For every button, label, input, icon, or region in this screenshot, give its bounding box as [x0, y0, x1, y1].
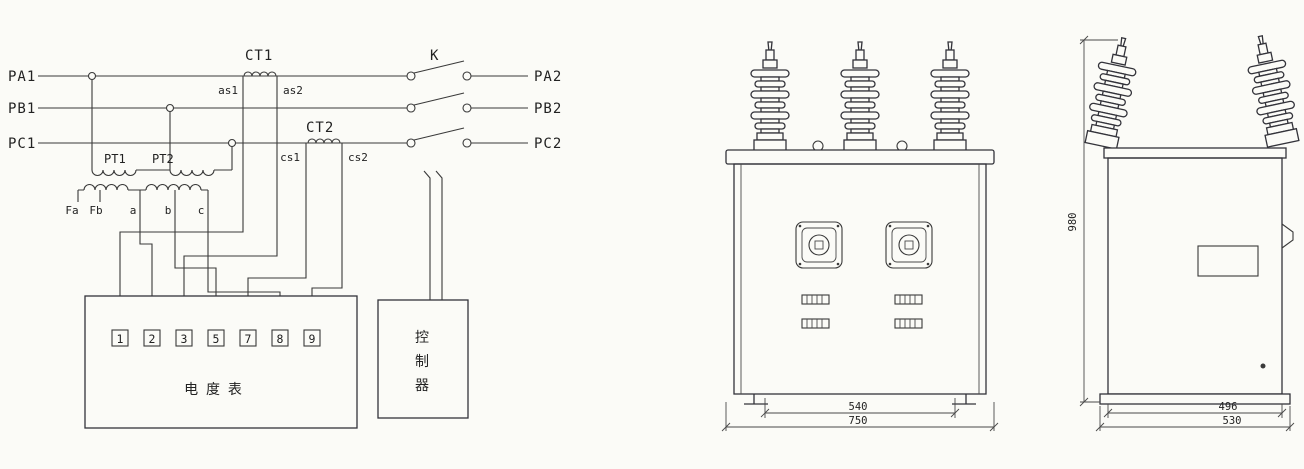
meter-terminal-number: 9	[309, 332, 316, 346]
meter-terminal-number: 7	[245, 332, 252, 346]
ct2-terminal-cs1-label: cs1	[280, 151, 300, 164]
pt-terminal-c-label: c	[198, 204, 205, 217]
dimension-496-value: 496	[1219, 401, 1238, 413]
insulator-bushing	[1081, 33, 1143, 151]
meter-terminal	[303, 329, 321, 347]
tank-body	[733, 163, 987, 395]
insulator-bushing	[840, 41, 880, 153]
tank-lid	[725, 149, 995, 165]
pt-terminal-b-label: b	[165, 204, 172, 217]
tap-junction	[87, 71, 97, 81]
pt-primary-winding	[91, 169, 232, 176]
phase-label-pb2: PB2	[534, 101, 562, 117]
switch-k-label: K	[430, 48, 439, 64]
switch-contact	[406, 138, 416, 148]
dimension-750-value: 750	[849, 415, 868, 427]
ct1-terminal-as2-label: as2	[283, 84, 303, 97]
side-view-drawing: 980 496 530	[1067, 31, 1303, 432]
dimension-540-value: 540	[849, 401, 868, 413]
base-channel	[1099, 393, 1291, 405]
meter-label: 电 度 表	[184, 381, 244, 397]
ct1-label: CT1	[245, 48, 273, 64]
tap-junction	[227, 138, 237, 148]
switch-blade-a	[413, 60, 465, 74]
phase-label-pa2: PA2	[534, 69, 562, 85]
switch-contact	[406, 71, 416, 81]
pt-terminal-fb-label: Fb	[89, 204, 102, 217]
controller-lead-1	[423, 170, 431, 300]
mounting-foot	[952, 394, 976, 405]
switch-contact	[462, 138, 472, 148]
meter-terminal-number: 5	[213, 332, 220, 346]
ct1-terminal-as1-label: as1	[218, 84, 238, 97]
ct2-coil	[307, 138, 341, 144]
meter-terminal	[143, 329, 161, 347]
dimension-980: 980	[1067, 35, 1118, 407]
phase-label-pa1: PA1	[8, 69, 36, 85]
wire-as1-to-terminal1	[119, 76, 244, 330]
hinge-bracket	[1281, 223, 1294, 249]
pt1-label: PT1	[104, 152, 126, 166]
meter-terminal	[111, 329, 129, 347]
meter-terminal-number: 2	[149, 332, 156, 346]
meter-terminal-number: 3	[181, 332, 188, 346]
insulator-bushing	[930, 41, 970, 153]
wire-a-to-terminal2	[139, 202, 153, 330]
switch-contact	[462, 71, 472, 81]
tap-junction	[165, 103, 175, 113]
dimension-980-value: 980	[1067, 213, 1079, 232]
terminal-strip	[801, 294, 923, 329]
pt-terminal-fa-label: Fa	[65, 204, 78, 217]
inspection-window	[885, 221, 933, 269]
meter-terminal	[175, 329, 193, 347]
meter-terminal-number: 8	[277, 332, 284, 346]
phase-label-pb1: PB1	[8, 101, 36, 117]
controller-box	[377, 299, 469, 419]
meter-terminal	[271, 329, 289, 347]
controller-char: 控	[415, 329, 431, 345]
inspection-window	[795, 221, 843, 269]
pt-terminal-a-label: a	[130, 204, 137, 217]
dimension-530: 530	[1095, 406, 1295, 432]
switch-blade-b	[413, 92, 465, 106]
phase-label-pc1: PC1	[8, 136, 36, 152]
tank-seams	[740, 164, 980, 394]
front-view-drawing: 540 750	[721, 41, 999, 432]
controller-lead-2	[435, 170, 443, 300]
ct2-label: CT2	[306, 120, 334, 136]
meter-terminal	[239, 329, 257, 347]
insulator-bushing	[1241, 31, 1303, 149]
drain-knob	[1260, 363, 1266, 369]
switch-blade-c	[413, 127, 465, 141]
mounting-foot	[744, 394, 768, 405]
pt2-label: PT2	[152, 152, 174, 166]
pt-secondary-stubs	[77, 190, 209, 202]
dimension-496: 496	[1103, 401, 1287, 418]
dimension-540: 540	[760, 398, 960, 418]
nameplate-window	[1197, 245, 1259, 277]
dimension-530-value: 530	[1223, 415, 1242, 427]
insulator-bushing	[750, 41, 790, 153]
meter-terminal-strip: 1 2 3 5 7 8 9	[111, 329, 321, 347]
wire-as2-to-terminal3	[183, 76, 278, 330]
switch-contact	[462, 103, 472, 113]
meter-terminal-number: 1	[117, 332, 124, 346]
ct2-terminal-cs2-label: cs2	[348, 151, 368, 164]
controller-char: 制	[415, 353, 431, 369]
meter-box	[84, 295, 358, 429]
controller-char: 器	[415, 377, 431, 393]
phase-label-pc2: PC2	[534, 136, 562, 152]
tank-lid	[1103, 147, 1287, 159]
dimension-750: 750	[721, 402, 999, 432]
wiring-schematic: 1 2 3 5 7 8 9 电 度 表 控 制 器 PA1 PB1 PC1 PA…	[8, 48, 562, 429]
ct1-coil	[243, 71, 277, 77]
meter-terminal	[207, 329, 225, 347]
pt-secondary-winding	[78, 184, 208, 191]
switch-contact	[406, 103, 416, 113]
